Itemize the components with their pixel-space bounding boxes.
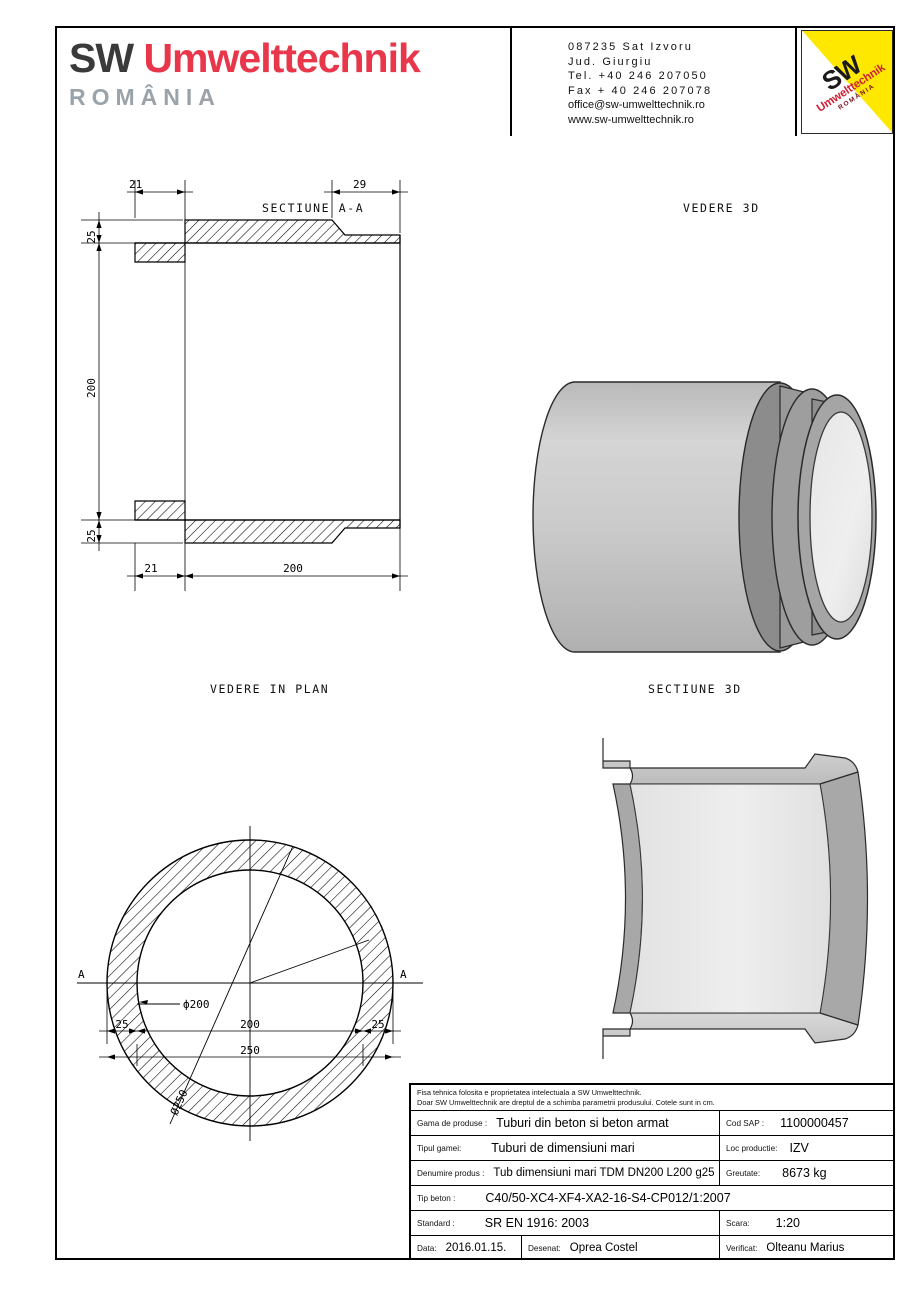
cod-sap-label: Cod SAP : [726,1118,765,1128]
section-aa-geometry [134,219,401,544]
data-label: Data: [417,1243,437,1253]
contact-fax-line: Fax + 40 246 207078 [568,84,713,97]
cod-sap-cell: Cod SAP : 1100000457 [719,1111,893,1135]
dim-21-top [127,180,193,591]
dim-vertical-stack [81,212,183,551]
dim-label-25-top: 25 [85,230,98,243]
contact-email-line: office@sw-umwelttechnik.ro [568,99,705,112]
contact-address-line: 087235 Sat Izvoru [568,41,693,53]
logo-wordmark: SW Umwelttechnik [69,35,421,81]
company-logo: SW Umwelttechnik ROMÂNIA [69,35,421,112]
tip-beton-value: C40/50-XC4-XF4-XA2-16-S4-CP012/1:2007 [485,1191,731,1205]
contact-county-line: Jud. Giurgiu [568,55,653,68]
sheet-header: SW Umwelttechnik ROMÂNIA 087235 Sat Izvo… [55,26,895,136]
dim-29-top [324,180,408,233]
dim-label-200-plan: 200 [240,1018,260,1031]
desenat-cell: Desenat: Oprea Costel [521,1236,719,1260]
logo-umwelttechnik-text: Umwelttechnik [143,35,420,81]
dim-label-inner-diameter: ф200 [183,998,210,1011]
contact-tel-line: Tel. +40 246 207050 [568,70,708,83]
section-marker-a-left: A [78,968,85,981]
plan-view-geometry [77,826,423,1141]
tipul-label: Tipul gamei: [417,1143,462,1153]
title-block-row-denumire: Denumire produs : Tub dimensiuni mari TD… [411,1161,893,1186]
plan-view-title: VEDERE IN PLAN [210,682,330,696]
header-badge-cell: SW Umwelttechnik ROMÂNIA [797,26,895,136]
logo-country-text: ROMÂNIA [69,84,221,110]
greutate-value: 8673 kg [782,1166,827,1180]
section-3d-geometry [602,738,869,1059]
tip-beton-cell: Tip beton : C40/50-XC4-XF4-XA2-16-S4-CP0… [411,1186,893,1210]
data-cell: Data: 2016.01.15. [411,1236,521,1260]
section-3d-title: SECTIUNE 3D [648,682,742,696]
greutate-cell: Greutate: 8673 kg [719,1161,893,1185]
section-aa-title: SECTIUNE A-A [262,201,365,215]
scara-cell: Scara: 1:20 [719,1211,893,1235]
title-block: Fisa tehnica folosita e proprietatea int… [409,1083,895,1260]
title-block-row-tipul: Tipul gamei: Tuburi de dimensiuni mari L… [411,1136,893,1161]
data-value: 2016.01.15. [445,1242,507,1254]
standard-cell: Standard : SR EN 1916: 2003 [411,1211,719,1235]
dim-label-200-bottom: 200 [283,562,303,575]
logo-sw-text: SW [69,35,134,81]
company-badge-logo: SW Umwelttechnik ROMÂNIA [801,30,893,134]
title-block-row-signature: Data: 2016.01.15. Desenat: Oprea Costel … [411,1236,893,1260]
contact-block: 087235 Sat Izvoru Jud. Giurgiu Tel. +40 … [568,40,712,128]
gama-label: Gama de produse : [417,1118,488,1128]
tipul-cell: Tipul gamei: Tuburi de dimensiuni mari [411,1136,719,1160]
dim-bottom [127,528,408,591]
loc-productie-label: Loc productie: [726,1143,778,1153]
section-marker-a-right: A [400,968,407,981]
dim-label-250-total: 250 [240,1044,260,1057]
plan-dimensions [99,983,401,1066]
dim-label-25-left: 25 [115,1018,128,1031]
note-line-2: Doar SW Umwelttechnik are dreptul de a s… [417,1097,715,1107]
header-contact-cell: 087235 Sat Izvoru Jud. Giurgiu Tel. +40 … [512,26,797,136]
contact-website-line: www.sw-umwelttechnik.ro [568,113,694,126]
desenat-value: Oprea Costel [569,1242,638,1254]
note-line-1: Fisa tehnica folosita e proprietatea int… [417,1088,642,1097]
denumire-label: Denumire produs : [417,1168,485,1178]
verificat-label: Verificat: [726,1243,758,1253]
dim-label-21-bottom: 21 [144,562,157,575]
loc-productie-value: IZV [789,1141,809,1155]
standard-label: Standard : [417,1218,455,1228]
denumire-value: Tub dimensiuni mari TDM DN200 L200 g25 [493,1167,715,1179]
verificat-value: Olteanu Marius [766,1242,845,1254]
view-3d-title: VEDERE 3D [683,201,760,215]
cod-sap-value: 1100000457 [780,1116,849,1130]
view-3d-geometry [532,381,877,653]
title-block-row-tip-beton: Tip beton : C40/50-XC4-XF4-XA2-16-S4-CP0… [411,1186,893,1211]
drawing-area: SECTIUNE A-A VEDERE 3D VEDERE IN PLAN SE… [55,136,895,1260]
dim-label-25-right: 25 [371,1018,384,1031]
dim-label-21-top: 21 [129,178,142,191]
desenat-label: Desenat: [528,1243,561,1253]
greutate-label: Greutate: [726,1168,761,1178]
scara-value: 1:20 [775,1216,801,1230]
gama-value: Tuburi din beton si beton armat [496,1116,669,1130]
denumire-cell: Denumire produs : Tub dimensiuni mari TD… [411,1161,719,1185]
gama-cell: Gama de produse : Tuburi din beton si be… [411,1111,719,1135]
title-block-notes: Fisa tehnica folosita e proprietatea int… [411,1085,893,1111]
badge-yellow-triangle [802,31,892,133]
verificat-cell: Verificat: Olteanu Marius [719,1236,893,1260]
dim-label-29-top: 29 [353,178,366,191]
scara-label: Scara: [726,1218,750,1228]
header-logo-cell: SW Umwelttechnik ROMÂNIA [55,26,512,136]
tip-beton-label: Tip beton : [417,1193,456,1203]
dim-label-25-bottom: 25 [85,529,98,542]
title-block-row-standard: Standard : SR EN 1916: 2003 Scara: 1:20 [411,1211,893,1236]
loc-productie-cell: Loc productie: IZV [719,1136,893,1160]
title-block-row-gama: Gama de produse : Tuburi din beton si be… [411,1111,893,1136]
tipul-value: Tuburi de dimensiuni mari [491,1141,635,1155]
drawing-canvas: 21 29 25 200 25 21 200 A A ф200 Ø250 25 … [77,178,877,1141]
dim-label-200-left: 200 [85,378,98,398]
standard-value: SR EN 1916: 2003 [484,1216,590,1230]
